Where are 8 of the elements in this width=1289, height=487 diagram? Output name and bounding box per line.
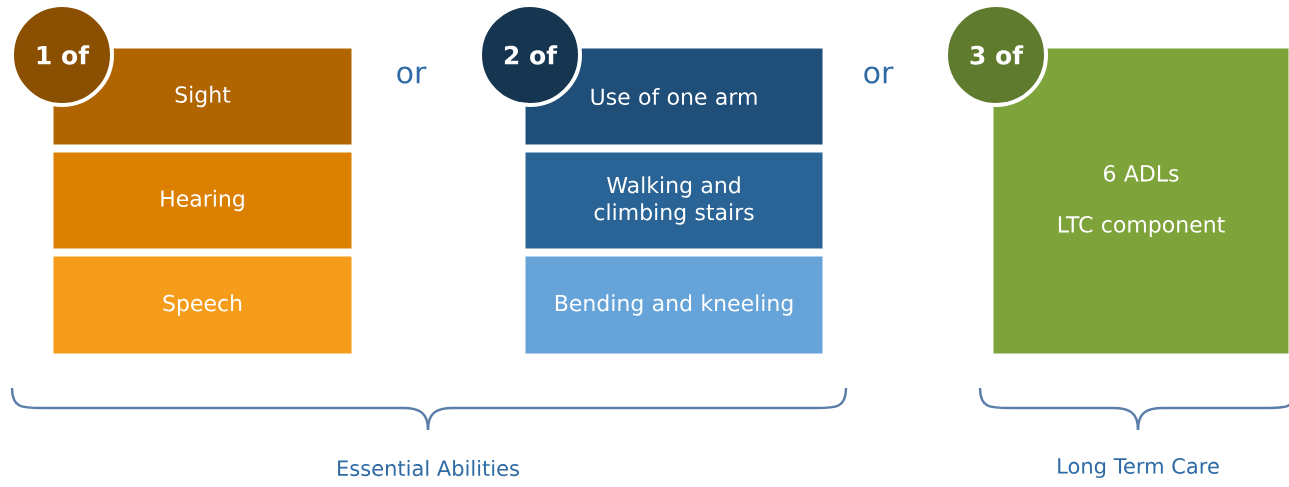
ability-box: Speech	[52, 255, 353, 355]
group-label: Essential Abilities	[338, 459, 519, 477]
ability-box: Bending and kneeling	[524, 255, 824, 355]
ability-box: Hearing	[52, 151, 353, 250]
connector-word: or	[397, 66, 427, 84]
group-label: Long Term Care	[1058, 458, 1219, 478]
connector-word: or	[864, 66, 894, 84]
ability-box: Walking and climbing stairs	[524, 151, 824, 250]
